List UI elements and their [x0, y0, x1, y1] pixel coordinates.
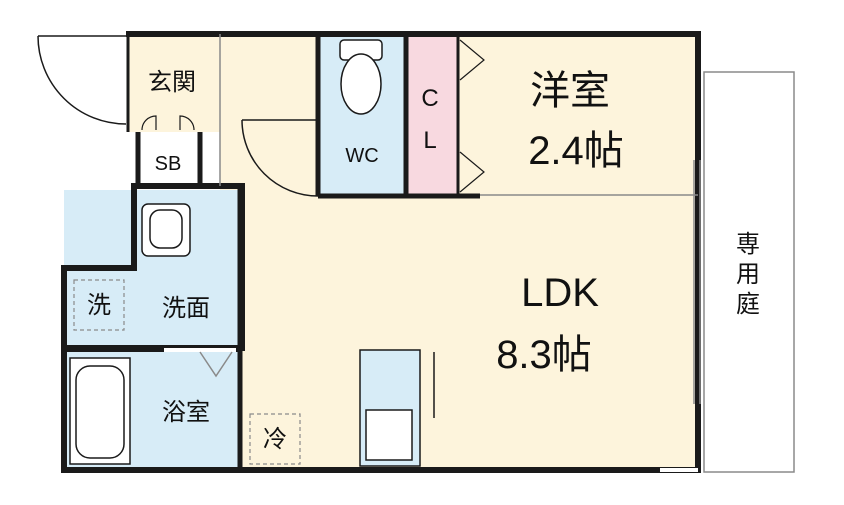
closet-label-l: L: [423, 127, 436, 154]
wc-label: WC: [345, 145, 378, 167]
toilet-icon: [339, 39, 383, 115]
closet-floor: [406, 36, 458, 194]
garden-label-2: 用: [736, 261, 760, 288]
western-room-floor: [460, 34, 698, 194]
western-room-name: 洋室: [530, 69, 610, 113]
entrance-label: 玄関: [148, 69, 196, 96]
garden-label-3: 庭: [736, 291, 760, 318]
washer-label: 洗: [87, 292, 111, 319]
thin-lines: [164, 34, 701, 472]
entrance-floor: [128, 34, 220, 132]
kitchen-counter-icon: [359, 349, 435, 467]
garden-label-1: 専: [736, 231, 760, 258]
private-garden: [703, 71, 795, 473]
ldk-door-icon: [241, 119, 319, 197]
washer-space-icon: [73, 279, 125, 331]
shoe-box-label: SB: [155, 153, 182, 175]
western-room-size: 2.4帖: [528, 129, 624, 173]
washroom-label: 洗面: [162, 295, 210, 322]
bathtub-icon: [69, 357, 131, 465]
bath-label: 浴室: [162, 399, 210, 426]
shoe-box-door-icon: [141, 115, 195, 131]
walls: [61, 31, 701, 473]
entrance-door-icon: [37, 35, 127, 125]
shoe-box: [140, 132, 196, 186]
closet-door-icon: [459, 39, 485, 193]
fridge-label: 冷: [263, 426, 287, 453]
washbasin-icon: [141, 203, 191, 257]
ldk-name: LDK: [521, 271, 599, 315]
closet-label-c: C: [421, 85, 438, 112]
fridge-space-icon: [249, 413, 301, 465]
ldk-size: 8.3帖: [496, 333, 592, 377]
